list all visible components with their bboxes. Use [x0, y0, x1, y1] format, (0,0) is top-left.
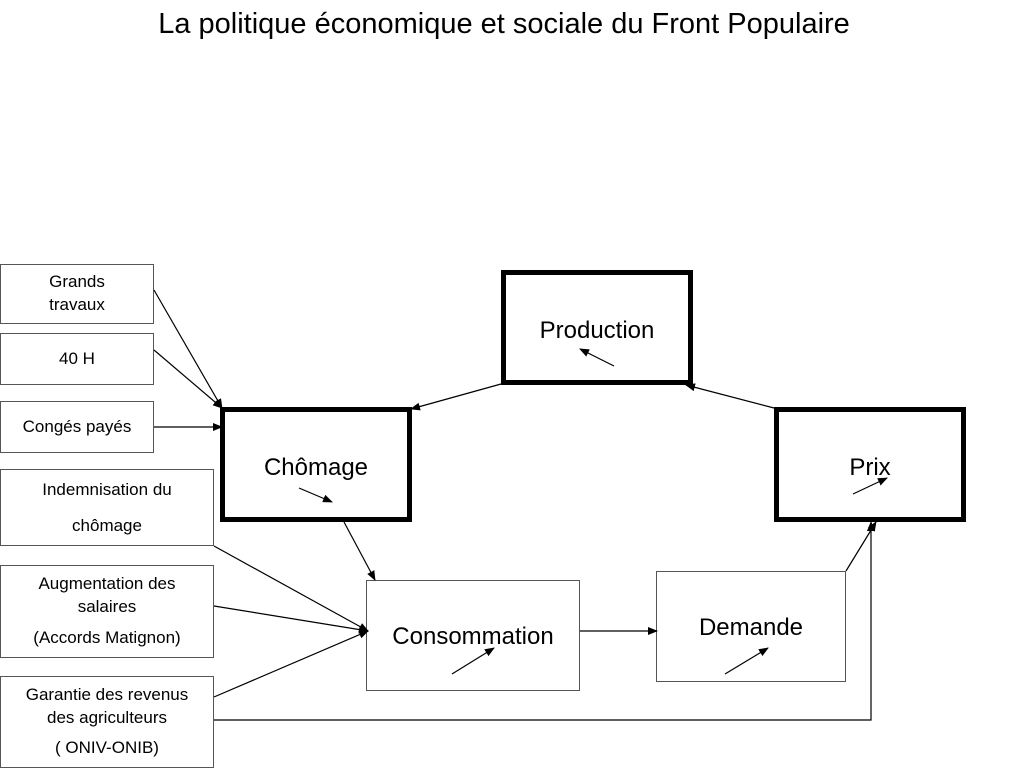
node-prix-label: Prix	[849, 454, 891, 481]
measure-augmentation-line1: Augmentation des	[38, 574, 176, 594]
node-consommation-label: Consommation	[392, 623, 554, 650]
node-demande-label: Demande	[698, 614, 804, 641]
node-chomage: Chômage	[220, 407, 412, 522]
trend-arrow-prix	[852, 477, 888, 495]
measure-garantie-line3: ( ONIV-ONIB)	[55, 738, 159, 758]
measure-40h: 40 H	[0, 333, 154, 385]
node-production-label: Production	[539, 317, 655, 344]
node-demande: Demande	[656, 571, 846, 682]
arrow-augmentation-to-consommation	[213, 605, 369, 634]
arrow-grands-travaux-to-chomage	[153, 289, 223, 409]
measure-garantie-line2: des agriculteurs	[46, 707, 167, 727]
measure-augmentation: Augmentation des salaires (Accords Matig…	[0, 565, 214, 658]
measure-40h-label: 40 H	[59, 348, 95, 368]
measure-conges-payes: Congés payés	[0, 401, 154, 453]
arrow-chomage-to-consommation	[343, 521, 376, 581]
page-title: La politique économique et sociale du Fr…	[158, 8, 850, 40]
arrow-garantie-to-prix	[214, 521, 875, 721]
trend-arrow-consommation	[451, 647, 495, 675]
node-consommation: Consommation	[366, 580, 580, 691]
measure-grands-travaux: Grands travaux	[0, 264, 154, 324]
measure-indemnisation-line1: Indemnisation du	[42, 479, 172, 499]
measure-augmentation-line3: (Accords Matignon)	[33, 627, 181, 647]
arrow-prix-to-production	[685, 383, 775, 409]
arrow-demande-to-prix	[845, 521, 877, 572]
arrow-40h-to-chomage	[153, 349, 223, 409]
measure-garantie-line1: Garantie des revenus	[25, 684, 189, 704]
arrow-production-to-chomage	[410, 383, 502, 411]
node-chomage-label: Chômage	[263, 454, 369, 481]
measure-grands-travaux-line2: travaux	[49, 295, 105, 314]
arrow-indemnisation-to-consommation	[213, 545, 369, 632]
measure-indemnisation-line2: chômage	[72, 515, 142, 535]
node-prix: Prix	[774, 407, 966, 522]
measure-grands-travaux-line1: Grands	[49, 272, 105, 292]
measure-conges-payes-label: Congés payés	[22, 416, 132, 436]
arrow-garantie-to-consommation	[213, 630, 369, 698]
trend-arrow-chomage	[298, 487, 333, 503]
trend-arrow-demande	[724, 647, 769, 675]
trend-arrow-production	[579, 348, 615, 367]
measure-augmentation-line2: salaires	[77, 597, 137, 617]
measure-garantie: Garantie des revenus des agriculteurs ( …	[0, 676, 214, 768]
measure-indemnisation: Indemnisation du chômage	[0, 469, 214, 546]
node-production: Production	[501, 270, 693, 385]
